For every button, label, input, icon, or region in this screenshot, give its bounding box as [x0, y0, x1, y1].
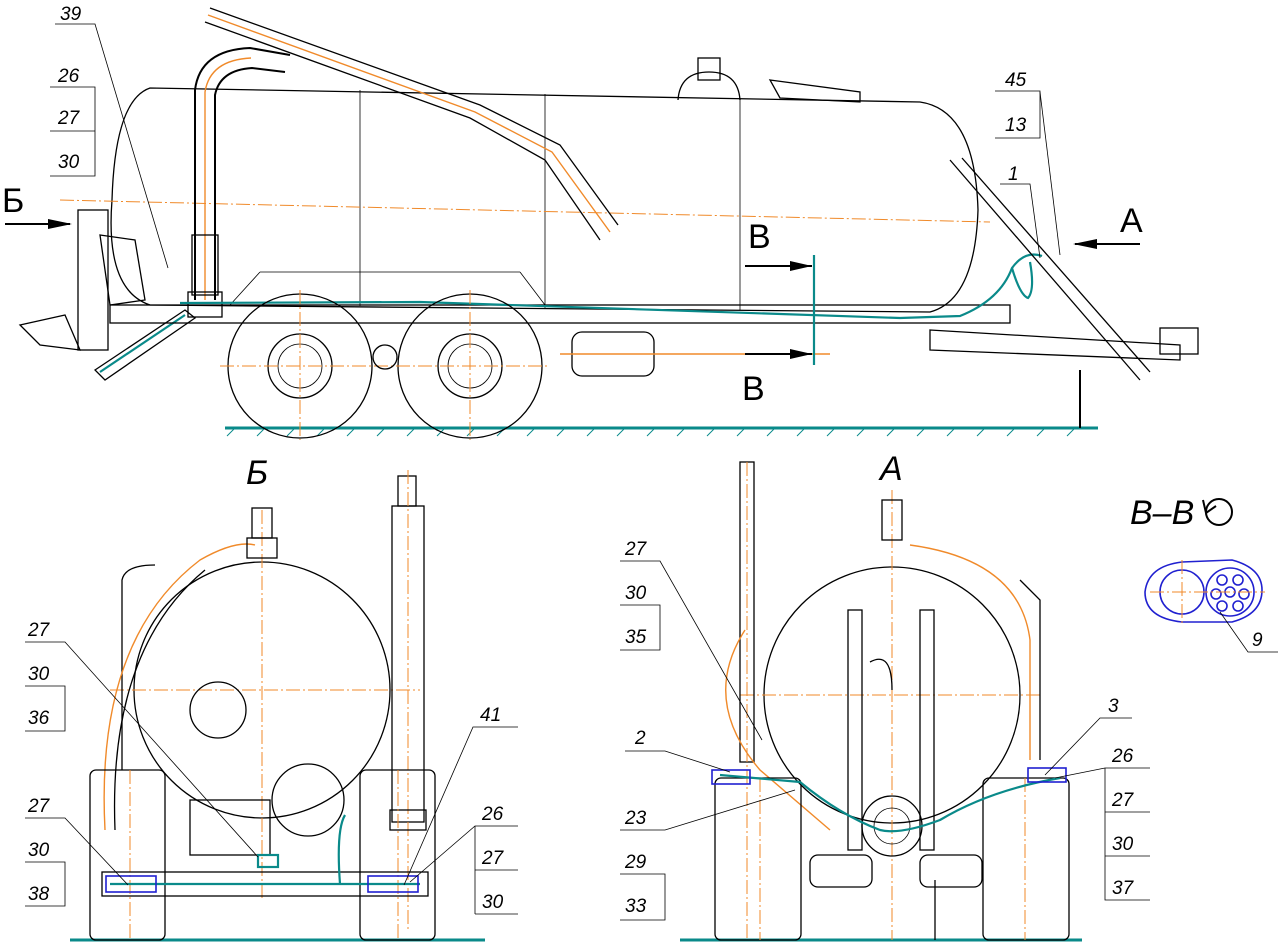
- section-vv: В–В 9: [1130, 494, 1278, 653]
- view-b: Б 27 30 36 27: [25, 454, 518, 942]
- callout-30: 30: [58, 152, 80, 173]
- callout-45: 45: [1005, 70, 1027, 91]
- view-a-title: А: [878, 450, 903, 488]
- callout-30: 30: [1112, 834, 1134, 855]
- callout-stack-left: 39 26 27 30: [50, 4, 169, 269]
- view-a: А 27 30 35 2: [620, 450, 1150, 942]
- tank-body: [110, 87, 979, 313]
- callout-9: 9: [1252, 630, 1263, 651]
- callout-23: 23: [624, 808, 647, 829]
- section-v-bottom-label: В: [742, 370, 765, 408]
- callout-2: 2: [634, 728, 646, 749]
- suction-boom: [209, 7, 619, 226]
- section-vv-title: В–В: [1130, 494, 1194, 532]
- rotate-icon: [1202, 498, 1233, 526]
- callout-3: 3: [1108, 696, 1119, 717]
- callout-27: 27: [27, 620, 51, 641]
- callout-33: 33: [625, 896, 647, 917]
- view-b-title: Б: [246, 454, 268, 492]
- callout-36: 36: [28, 708, 50, 729]
- callout-26: 26: [57, 66, 80, 87]
- callout-35: 35: [625, 627, 647, 648]
- callout-27: 27: [481, 848, 505, 869]
- callout-41: 41: [480, 705, 501, 726]
- view-arrow-b-label: Б: [2, 182, 24, 220]
- callout-27: 27: [57, 108, 81, 129]
- callout-26: 26: [481, 804, 504, 825]
- callout-38: 38: [28, 884, 50, 905]
- side-view: 39 26 27 30 Б А В В 45 13 1: [2, 4, 1199, 440]
- callout-1: 1: [1008, 164, 1019, 185]
- callout-29: 29: [624, 852, 647, 873]
- callout-27: 27: [624, 539, 648, 560]
- section-v-top-label: В: [748, 218, 771, 256]
- callout-30: 30: [625, 583, 647, 604]
- callout-27: 27: [27, 796, 51, 817]
- callout-13: 13: [1005, 115, 1027, 136]
- callout-37: 37: [1112, 878, 1135, 899]
- callout-26: 26: [1111, 746, 1134, 767]
- callout-39: 39: [60, 4, 82, 25]
- callout-30: 30: [28, 840, 50, 861]
- callout-30: 30: [482, 892, 504, 913]
- callout-stack-right: 45 13 1: [995, 70, 1061, 259]
- callout-27: 27: [1111, 790, 1135, 811]
- view-arrow-a-label: А: [1120, 202, 1143, 240]
- section-cable-bundle: [1144, 559, 1263, 623]
- vertical-hose: [194, 46, 291, 300]
- callout-30: 30: [28, 664, 50, 685]
